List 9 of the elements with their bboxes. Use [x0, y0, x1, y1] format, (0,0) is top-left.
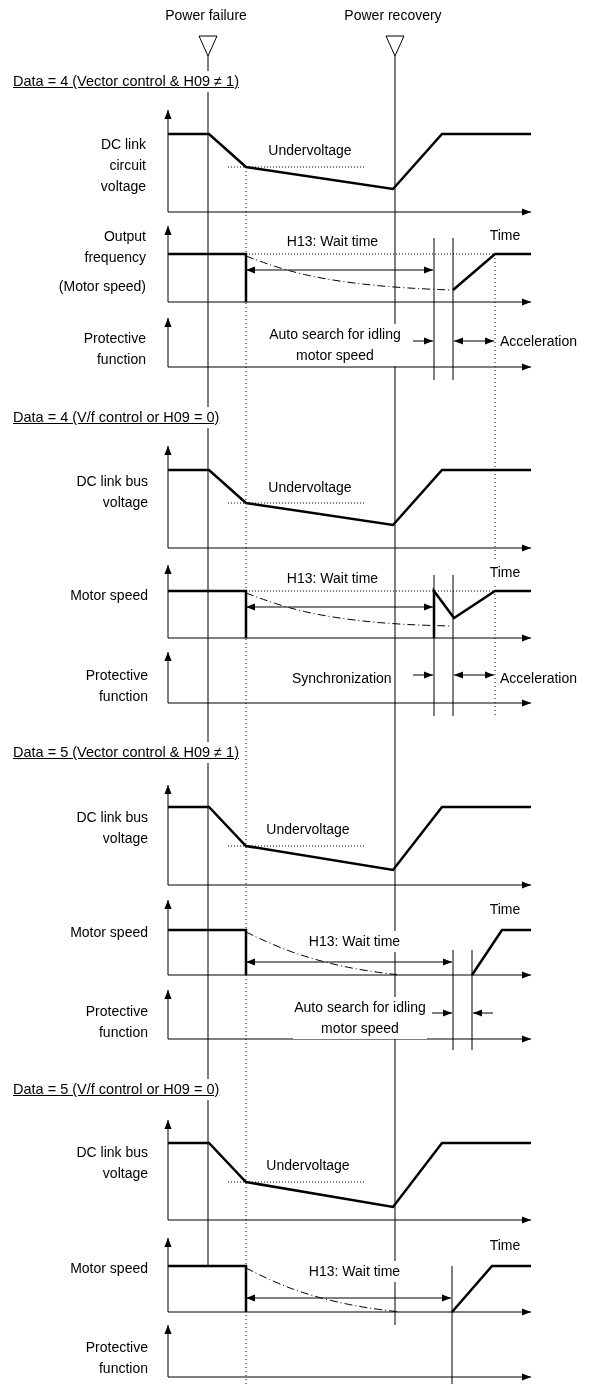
section-title: Data = 4 (Vector control & H09 ≠ 1) [13, 71, 239, 92]
section-title: Data = 5 (V/f control or H09 = 0) [13, 1079, 220, 1100]
interval-label: Auto search for idling motor speed [268, 324, 402, 366]
interval-label: H13: Wait time [307, 931, 402, 952]
axis-label: Time [488, 562, 522, 583]
section-title: Data = 5 (Vector control & H09 ≠ 1) [13, 742, 239, 763]
section-title: Data = 4 (V/f control or H09 = 0) [13, 407, 220, 428]
interval-label: Auto search for idling motor speed [293, 997, 427, 1039]
interval-label: H13: Wait time [307, 1261, 402, 1282]
